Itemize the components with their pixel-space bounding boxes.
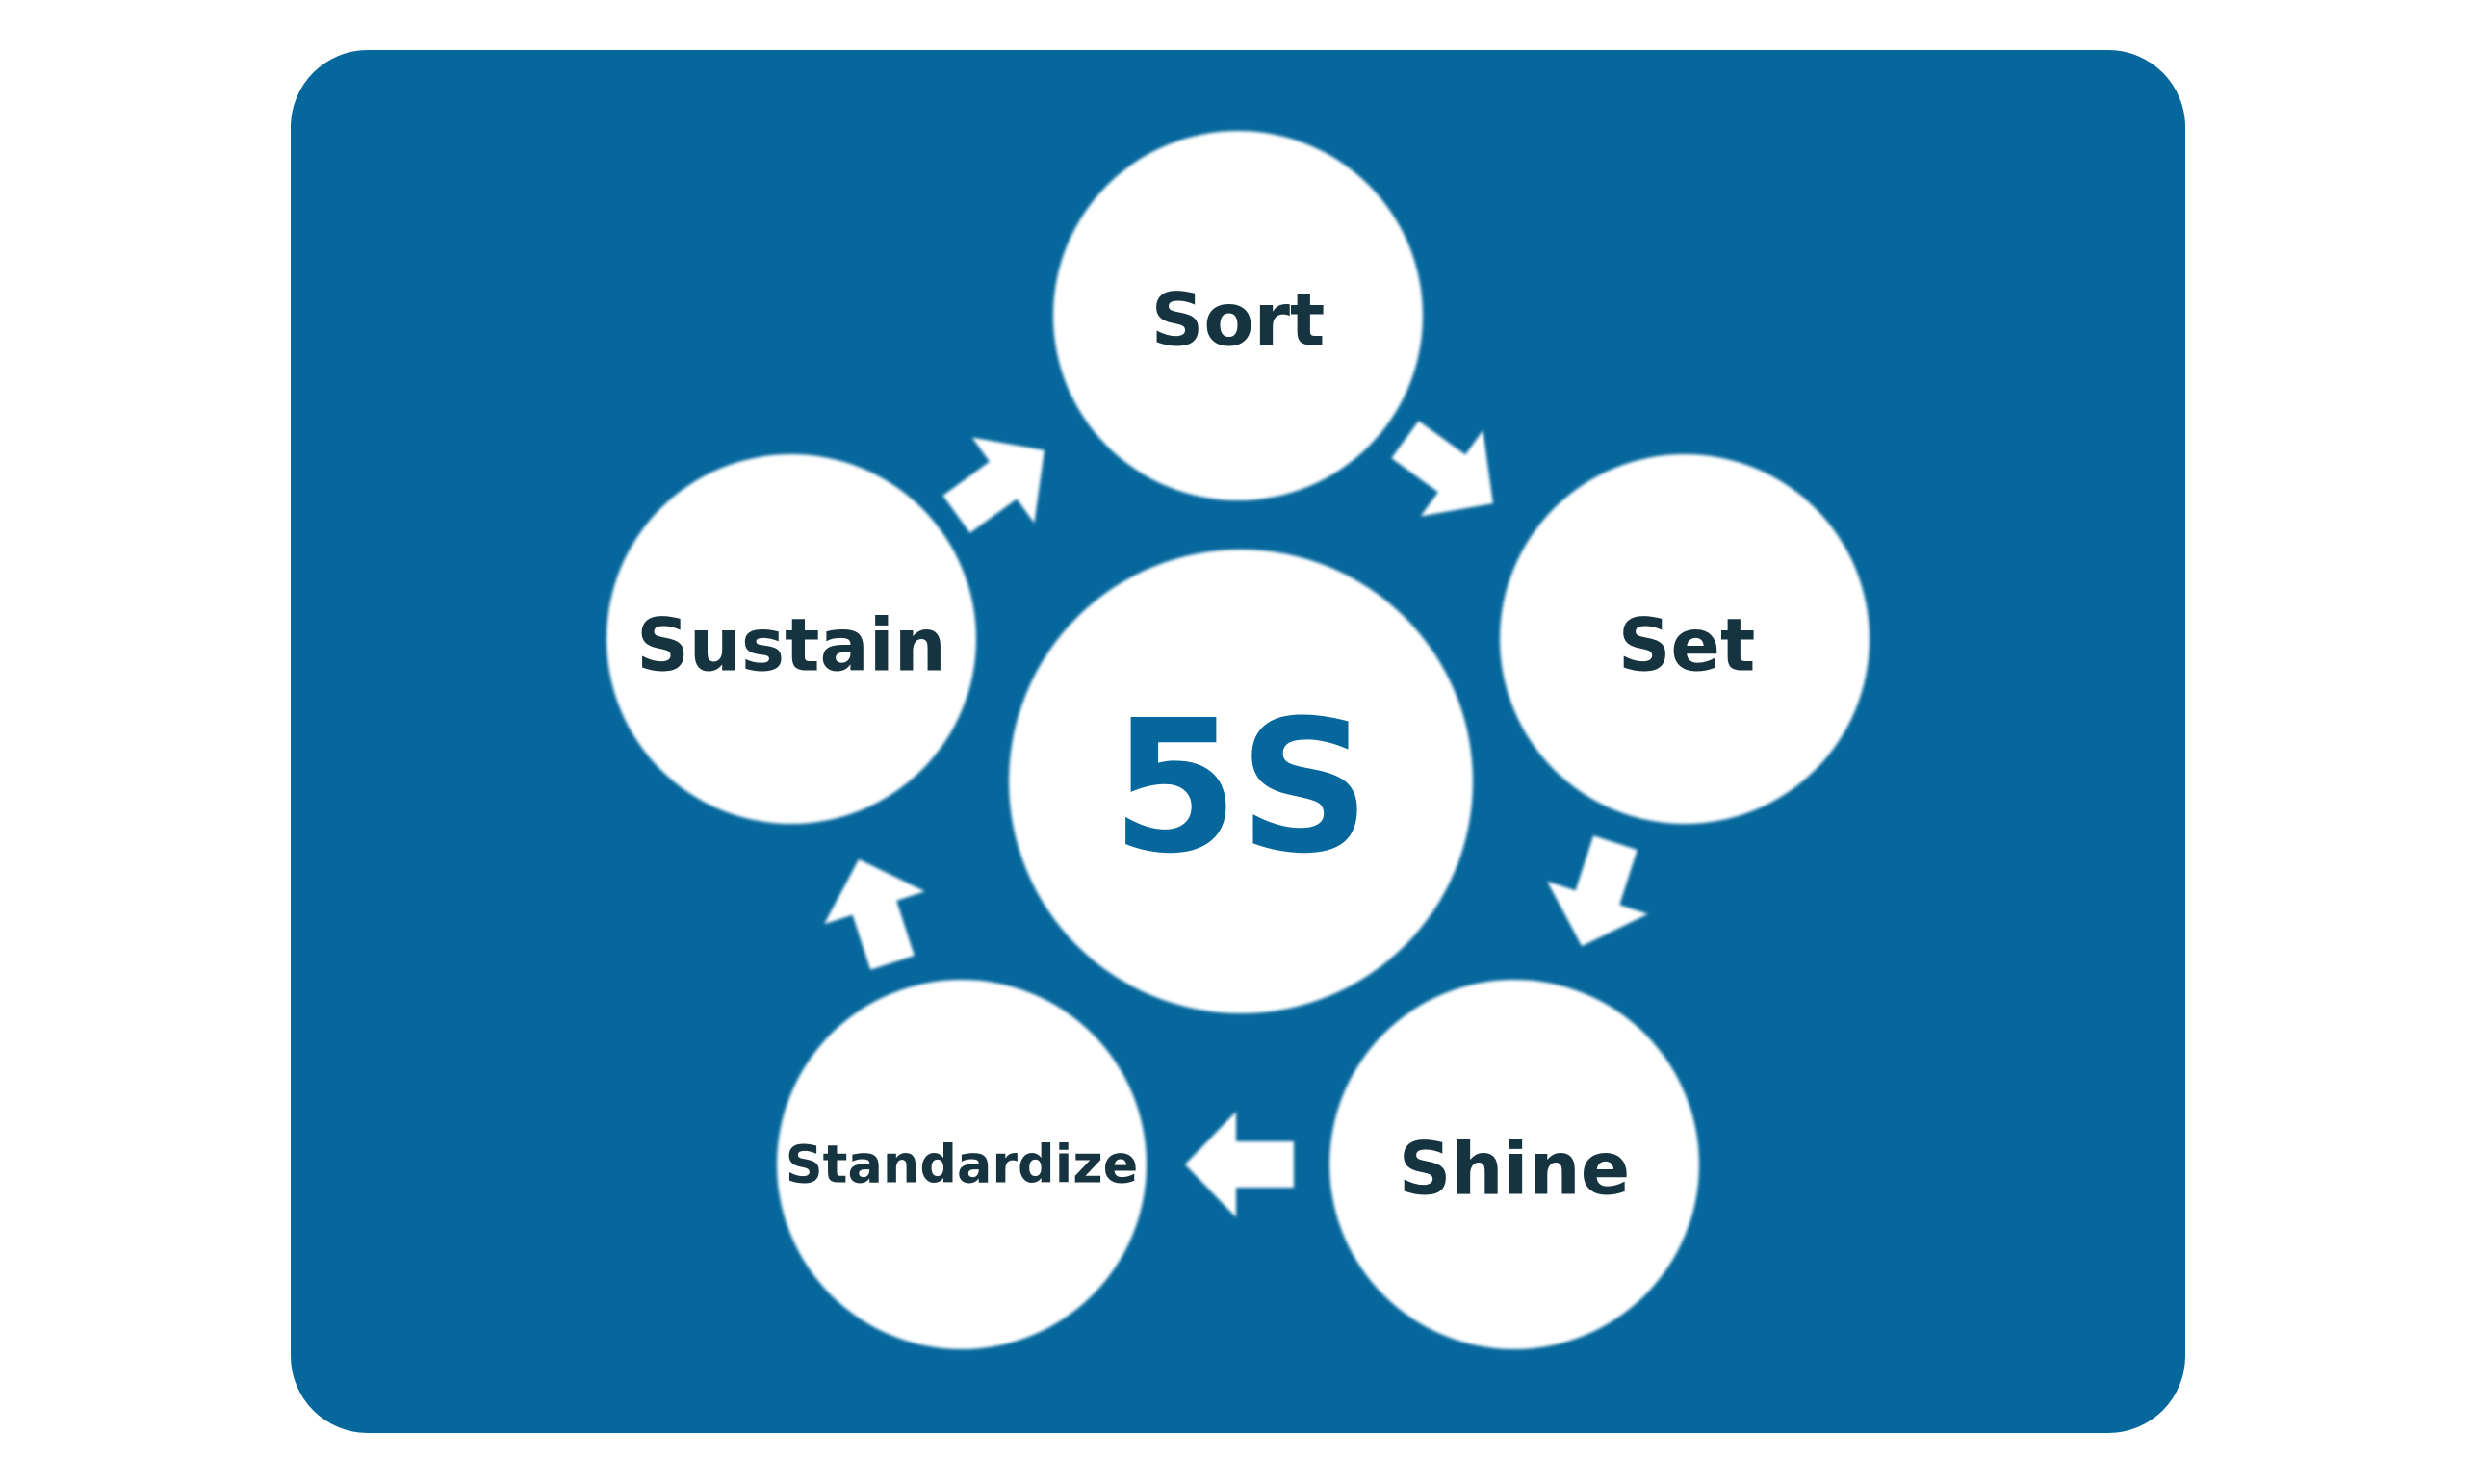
step-sustain-label: Sustain [636, 602, 946, 688]
arrow-set-to-shine [1547, 835, 1648, 947]
step-shine-label: Shine [1399, 1126, 1631, 1212]
arrow-shine-to-standardize [1185, 1112, 1294, 1217]
step-standardize: Standardize [777, 980, 1147, 1349]
step-set: Set [1500, 454, 1870, 824]
arrow-sustain-to-sort [942, 437, 1045, 533]
step-sort-label: Sort [1151, 277, 1326, 363]
step-shine: Shine [1329, 980, 1699, 1349]
step-sort: Sort [1053, 131, 1423, 500]
step-sustain: Sustain [606, 454, 976, 824]
arrow-standardize-to-sustain [824, 858, 925, 970]
center-5s: 5S [1009, 550, 1473, 1013]
step-standardize-label: Standardize [786, 1135, 1139, 1195]
center-label: 5S [1111, 681, 1370, 894]
step-set-label: Set [1618, 602, 1756, 688]
arrow-sort-to-set [1391, 421, 1493, 517]
